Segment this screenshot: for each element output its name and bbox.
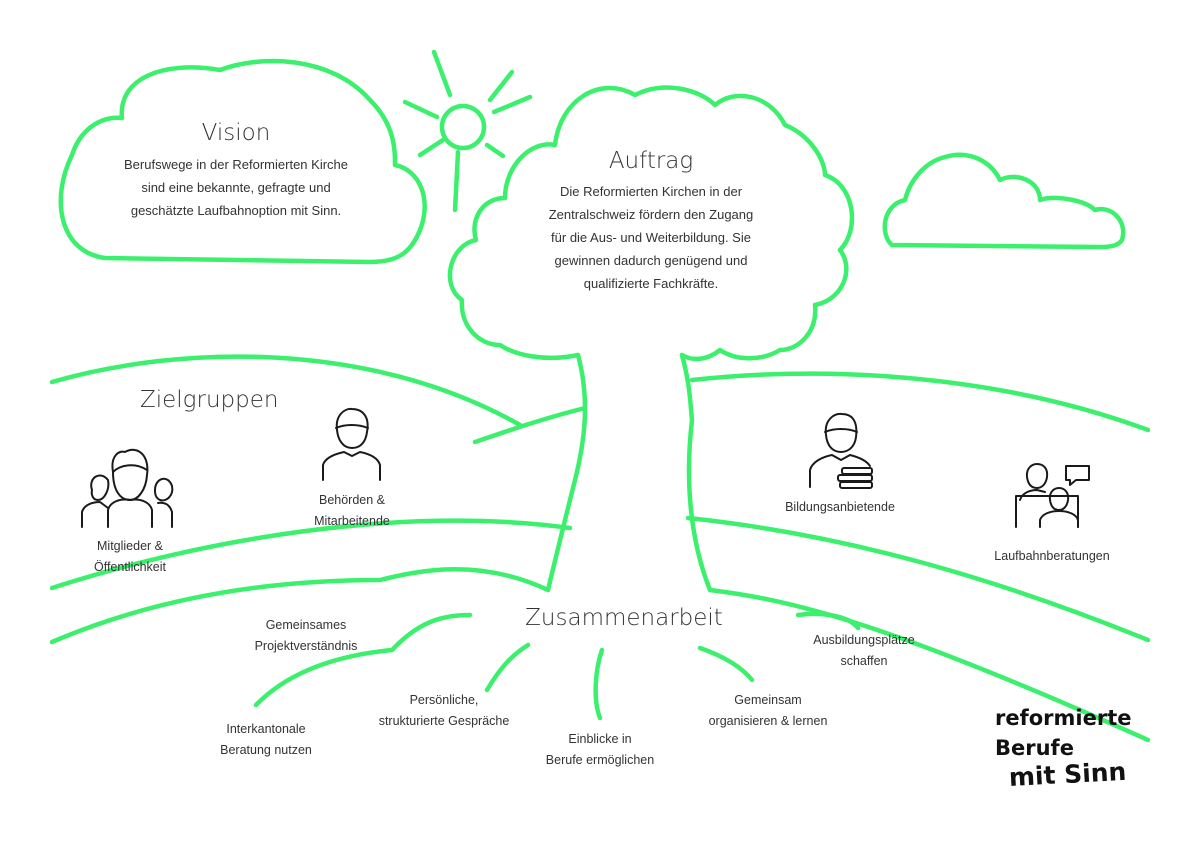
vision-text: Berufswege in der Reformierten Kirche si…: [86, 153, 386, 222]
group-label-line: Mitglieder &: [97, 539, 163, 553]
auftrag-line: gewinnen dadurch genügend und: [554, 253, 748, 268]
group-label-career-counseling: Laufbahnberatungen: [982, 546, 1122, 567]
zielgruppen-title: Zielgruppen: [140, 387, 279, 413]
zusammenarbeit-title: Zusammenarbeit: [525, 605, 723, 631]
root: [253, 612, 473, 708]
group-label-line: Mitarbeitende: [314, 514, 390, 528]
collab-item: Gemeinsames Projektverständnis: [226, 615, 386, 657]
vision-line: geschätzte Laufbahnoption mit Sinn.: [130, 203, 342, 218]
tree-trunk-left: [545, 352, 588, 593]
group-label-line: Behörden &: [318, 493, 386, 507]
auftrag-line: qualifizierte Fachkräfte.: [583, 276, 719, 291]
collab-item-line: Gemeinsames: [265, 618, 347, 632]
collab-item-line: Projektverständnis: [254, 639, 358, 653]
collab-item: Einblicke in Berufe ermöglichen: [520, 729, 680, 771]
sun-ray: [491, 94, 533, 115]
hill-right: [689, 371, 1151, 433]
group-label-line: Bildungsanbietende: [785, 500, 895, 514]
hill-left: [49, 354, 523, 428]
collab-item-line: Gemeinsam: [734, 693, 802, 707]
collab-item-line: Einblicke in: [568, 732, 632, 746]
vision-line: sind eine bekannte, gefragte und: [141, 180, 331, 195]
vision-line: Berufswege in der Reformierten Kirche: [124, 157, 348, 172]
auftrag-line: für die Aus- und Weiterbildung. Sie: [551, 230, 751, 245]
sun-ray: [484, 142, 506, 159]
logo-line: reformierte: [995, 706, 1132, 730]
collab-item-line: Beratung nutzen: [220, 743, 312, 757]
root: [795, 611, 861, 631]
hill-front-right: [685, 515, 1151, 643]
group-label-line: Öffentlichkeit: [93, 560, 167, 574]
collab-item: Ausbildungsplätze schaffen: [784, 630, 944, 672]
counseling-icon: [1015, 463, 1090, 528]
auftrag-text: Die Reformierten Kirchen in der Zentrals…: [500, 180, 802, 295]
teacher-books-icon: [809, 412, 873, 489]
hill-bottom-right: [707, 587, 1151, 743]
tree-crown: [447, 85, 855, 362]
root: [593, 647, 605, 721]
vision-cloud: [58, 58, 427, 265]
hill-bottom-left: [49, 567, 551, 645]
group-label-line: Laufbahnberatungen: [994, 549, 1110, 563]
collab-item: Interkantonale Beratung nutzen: [186, 719, 346, 761]
family-icon: [81, 448, 174, 528]
sun-circle: [439, 103, 487, 151]
collab-item-line: schaffen: [840, 654, 888, 668]
person-icon: [322, 407, 381, 481]
collab-item-line: organisieren & lernen: [708, 714, 828, 728]
sun-ray: [402, 99, 440, 120]
auftrag-line: Zentralschweiz fördern den Zugang: [548, 207, 754, 222]
group-label-authorities: Behörden & Mitarbeitende: [282, 490, 422, 532]
root: [484, 642, 531, 693]
hill-left-inner: [472, 405, 588, 445]
collab-item-line: Ausbildungsplätze: [813, 633, 915, 647]
small-cloud: [882, 152, 1126, 250]
hill-front: [49, 518, 573, 591]
root: [697, 645, 755, 683]
collab-item-line: Interkantonale: [226, 722, 306, 736]
collab-item: Persönliche, strukturierte Gespräche: [354, 690, 534, 732]
group-label-members: Mitglieder & Öffentlichkeit: [60, 536, 200, 578]
sun-ray: [431, 49, 453, 98]
logo-line: Berufe: [995, 736, 1074, 760]
tree-trunk-right: [679, 352, 713, 593]
collab-item-line: Persönliche,: [409, 693, 479, 707]
collab-item-line: Berufe ermöglichen: [545, 753, 655, 767]
collab-item-line: strukturierte Gespräche: [378, 714, 510, 728]
sun-ray: [417, 137, 446, 158]
auftrag-line: Die Reformierten Kirchen in der: [559, 184, 743, 199]
sun-ray: [452, 149, 461, 213]
vision-title: Vision: [201, 120, 271, 146]
auftrag-title: Auftrag: [608, 148, 694, 174]
collab-item: Gemeinsam organisieren & lernen: [688, 690, 848, 732]
sun-ray: [487, 69, 515, 103]
logo: reformierte Berufe mit Sinn: [995, 703, 1185, 793]
group-label-education-providers: Bildungsanbietende: [770, 497, 910, 518]
